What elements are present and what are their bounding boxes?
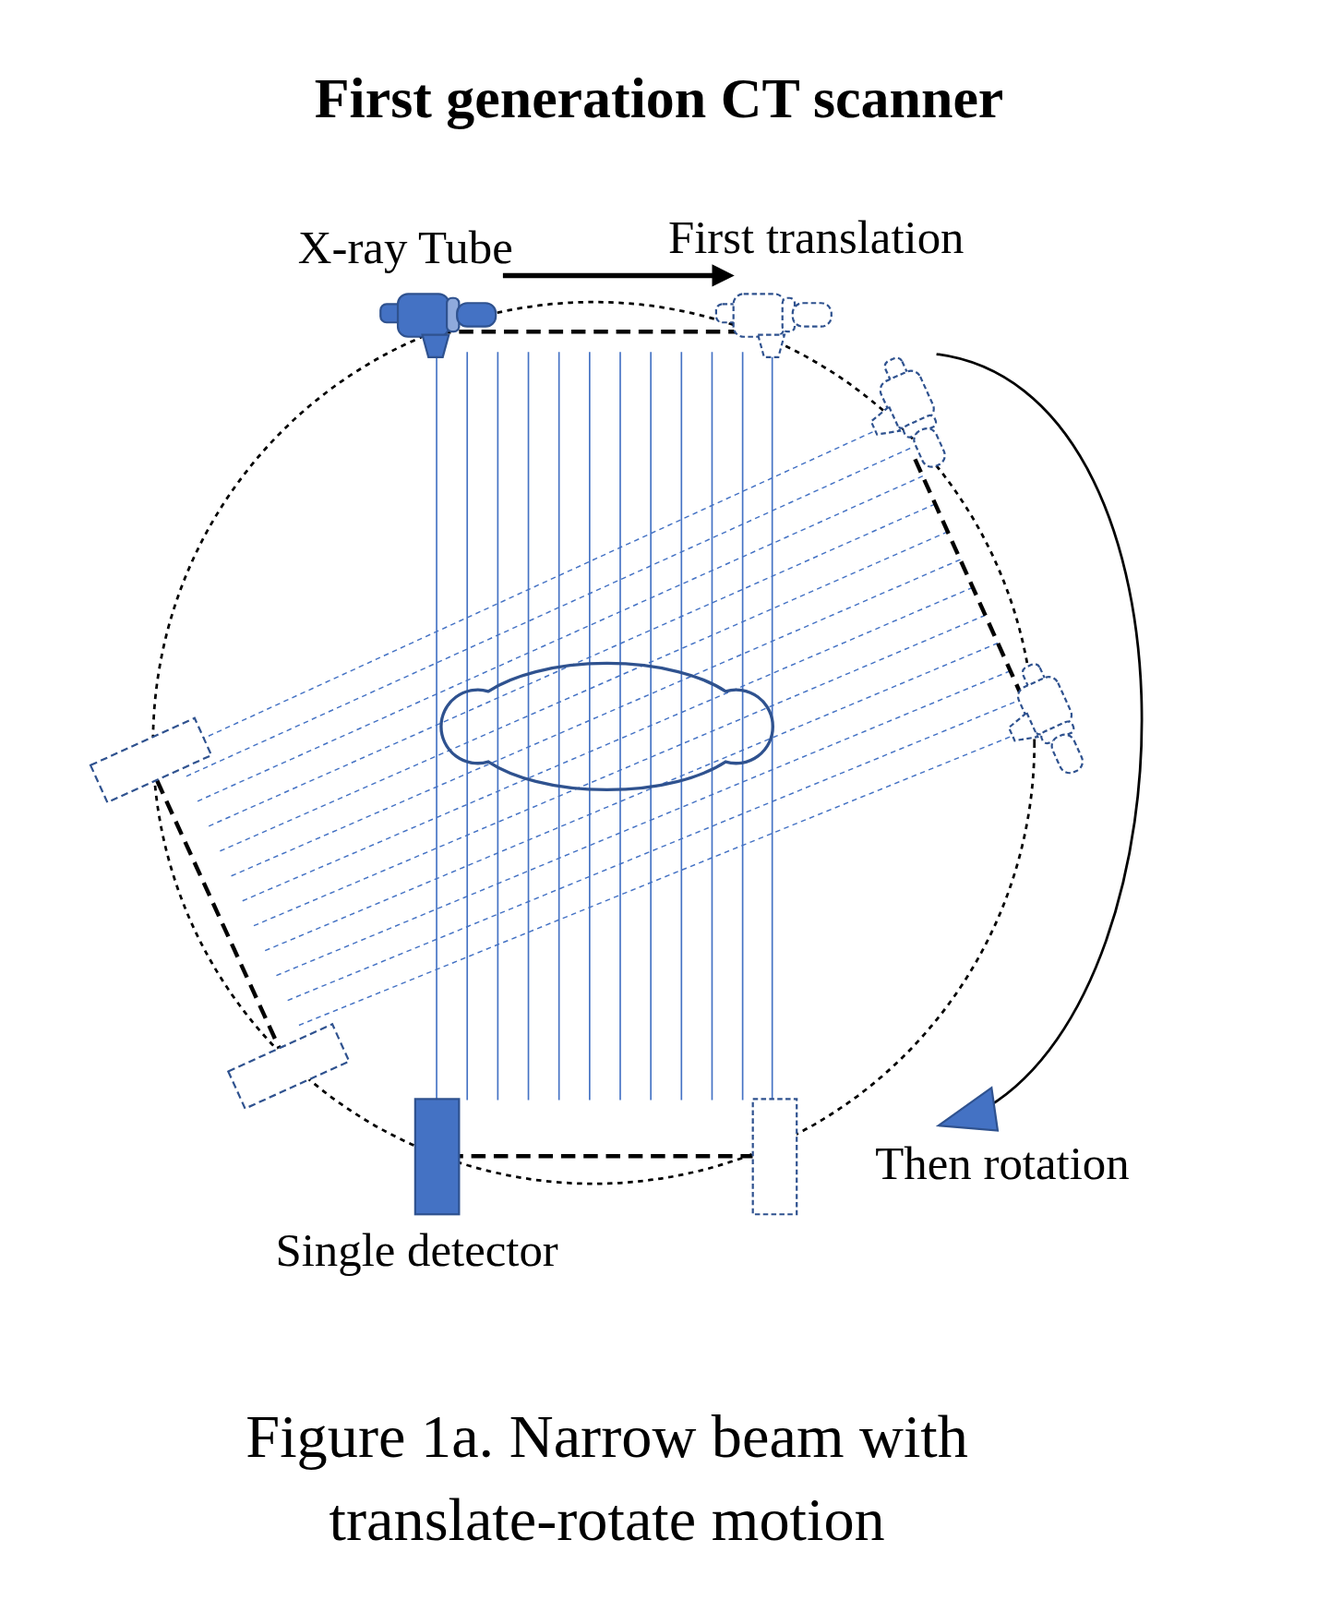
translation-path [448, 1153, 753, 1158]
label: Then rotation [874, 1137, 1129, 1189]
beam-line [193, 476, 923, 803]
xray-tube-ghost [850, 351, 957, 483]
beam-line [273, 670, 1011, 977]
label: Single detector [275, 1223, 558, 1276]
beam-line [680, 351, 683, 1100]
beam-line [527, 351, 530, 1100]
beam-line [558, 351, 561, 1100]
beam-line [466, 351, 468, 1100]
beam-line [619, 351, 622, 1100]
beam-line [227, 559, 960, 877]
beam-line [262, 643, 998, 953]
xray-tube [380, 293, 496, 358]
beam-lines [171, 351, 1036, 1100]
beam-line [182, 448, 911, 779]
beam-line [296, 726, 1036, 1027]
translation-path [156, 780, 282, 1054]
title: First generation CT scanner [148, 67, 1169, 131]
translation-path [914, 458, 1035, 727]
beam-line [742, 351, 744, 1100]
translation-arrow [503, 273, 715, 279]
xray-tube-ghost [989, 657, 1095, 789]
beam-line [497, 351, 500, 1100]
beam-line [711, 351, 714, 1100]
translation-path [436, 329, 755, 334]
beam-line [284, 698, 1023, 1002]
patient-head [441, 662, 773, 790]
label: First translation [668, 212, 965, 264]
detector-ghost [227, 1023, 349, 1108]
detector [415, 1098, 460, 1214]
beam-line [171, 419, 899, 753]
detector-ghost [753, 1098, 798, 1214]
label: X-ray Tube [298, 222, 514, 275]
gantry-circle [153, 301, 1035, 1184]
beam-line [216, 531, 948, 852]
beam-line [239, 587, 973, 902]
beam-line [250, 614, 985, 927]
detector-ghost [90, 718, 212, 803]
arrow-head [711, 263, 734, 287]
xray-tube-ghost [716, 293, 832, 358]
arrow-head [938, 1087, 998, 1130]
beam-line [588, 351, 591, 1100]
caption: Figure 1a. Narrow beam with translate-ro… [173, 1395, 1041, 1561]
rotation-arrow [936, 354, 1142, 1108]
